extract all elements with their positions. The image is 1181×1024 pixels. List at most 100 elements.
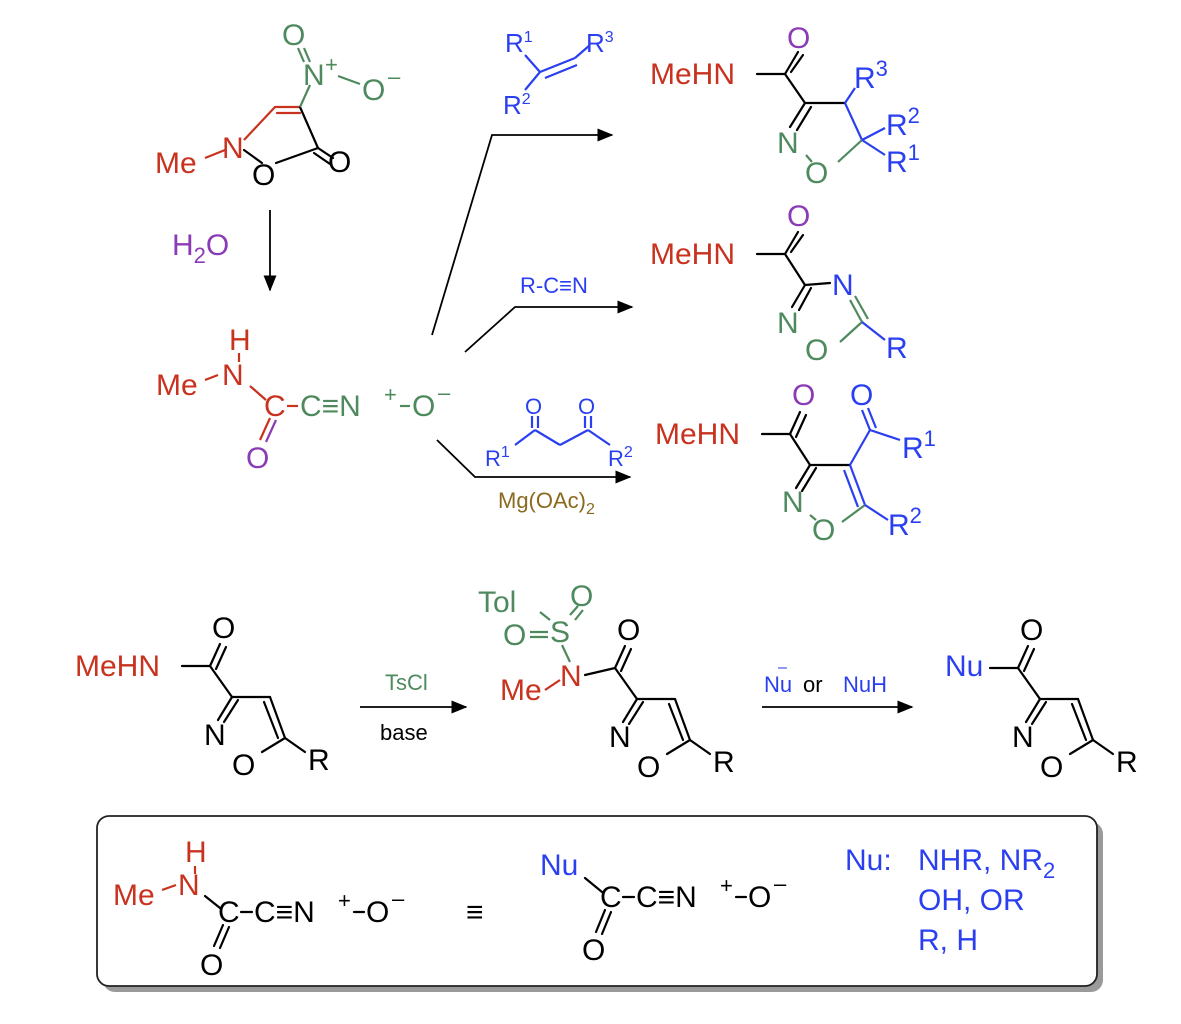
alkene-r1: R1 bbox=[505, 28, 533, 58]
nu-cno-minus: – bbox=[774, 871, 787, 896]
product-r2: R2 bbox=[886, 103, 920, 142]
mehn-label: MeHN bbox=[650, 238, 735, 271]
ring-n2-atom: N bbox=[832, 269, 854, 302]
product-r1: R1 bbox=[886, 140, 920, 179]
substituent-r: R bbox=[1116, 746, 1138, 779]
sulfonyl-o1: O bbox=[570, 580, 593, 613]
diketone-o1: O bbox=[525, 394, 542, 419]
nitro-o-top: O bbox=[282, 19, 305, 52]
nuh-reagent: NuH bbox=[843, 672, 887, 697]
mehn-label: MeHN bbox=[655, 418, 740, 451]
alkene-reagent: R1 R2 R3 bbox=[503, 28, 614, 120]
equivalence-symbol: ≡ bbox=[466, 896, 484, 929]
ring-o-atom: O bbox=[805, 157, 828, 190]
product-acylisoxazole: MeHN O O R1 N O R2 bbox=[655, 379, 936, 547]
me-label: Me bbox=[500, 674, 542, 707]
nitro-n-atom: N bbox=[303, 59, 325, 92]
ring-o-atom: O bbox=[805, 334, 828, 367]
diketone-o2: O bbox=[578, 394, 595, 419]
ring-n1-atom: N bbox=[777, 307, 799, 340]
row2-step2: Nu – or NuH bbox=[762, 659, 914, 714]
ring-n-atom: N bbox=[204, 719, 226, 752]
nu-label: Nu bbox=[945, 650, 983, 683]
or-label: or bbox=[803, 672, 823, 697]
ring-o-atom: O bbox=[812, 514, 835, 547]
product-r: R bbox=[886, 332, 908, 365]
mehn-label: MeHN bbox=[75, 650, 160, 683]
product-r3: R3 bbox=[854, 56, 888, 95]
carbonyl-o: O bbox=[200, 949, 223, 982]
nh-h: H bbox=[185, 836, 207, 869]
substituent-r: R bbox=[713, 746, 735, 779]
nu-list-line3: R, H bbox=[918, 924, 978, 957]
product-oxadiazole: MeHN O N N O R bbox=[650, 200, 908, 367]
nitrile-oxide-intermediate: H Me N C C≡N + O – O bbox=[156, 324, 451, 475]
carbon-atom: C bbox=[218, 896, 240, 929]
ring-n-atom: N bbox=[777, 127, 799, 160]
branch-arrows bbox=[431, 128, 634, 484]
nu-anion: Nu bbox=[764, 672, 792, 697]
me-label: Me bbox=[155, 147, 197, 180]
row2-sulfonamide: Tol S O O N Me O N O R bbox=[478, 580, 735, 784]
cno-plus: + bbox=[384, 382, 397, 407]
carbonyl-o: O bbox=[1020, 614, 1043, 647]
alkene-r3: R3 bbox=[586, 28, 614, 58]
ring-n-atom: N bbox=[782, 486, 804, 519]
sulfur-atom: S bbox=[550, 616, 570, 649]
row2-step1: TsCl base bbox=[360, 670, 468, 745]
starting-nitroisoxazolone: Me N O O N + O O – bbox=[155, 19, 401, 192]
nu-carbon-atom: C bbox=[600, 881, 622, 914]
nu-list-label: Nu: bbox=[845, 844, 892, 877]
ring-o-atom: O bbox=[252, 159, 275, 192]
cno-minus: – bbox=[438, 380, 451, 405]
row2-product: Nu O N O R bbox=[945, 614, 1138, 784]
nu-label: Nu bbox=[540, 849, 578, 882]
cno-minus: – bbox=[392, 886, 405, 911]
cno-plus: + bbox=[338, 888, 351, 913]
mehn-label: MeHN bbox=[650, 58, 735, 91]
carbonyl-o: O bbox=[787, 22, 810, 55]
base-reagent: base bbox=[380, 720, 428, 745]
nu-minus: – bbox=[778, 659, 787, 676]
nu-cno-o: O bbox=[748, 881, 771, 914]
nh-h: H bbox=[229, 324, 251, 357]
nu-cno-group: C≡N bbox=[636, 881, 697, 914]
me-label: Me bbox=[113, 879, 155, 912]
carbon-atom: C bbox=[264, 390, 286, 423]
cno-o: O bbox=[412, 390, 435, 423]
ring-n-atom: N bbox=[609, 721, 631, 754]
cno-group: C≡N bbox=[300, 390, 361, 423]
n-atom: N bbox=[222, 132, 244, 165]
carbonyl-o: O bbox=[617, 614, 640, 647]
nu-list-line2: OH, OR bbox=[918, 884, 1025, 917]
cno-group: C≡N bbox=[254, 896, 315, 929]
nitro-o-minus: O bbox=[362, 74, 385, 107]
nitrile-reagent: R-C≡N bbox=[520, 273, 588, 298]
nu-cno-plus: + bbox=[720, 873, 733, 898]
ring-o-atom: O bbox=[232, 749, 255, 782]
equivalence-box: H Me N C C≡N + O – O ≡ Nu C C≡N + O – O … bbox=[96, 815, 1103, 992]
substituent-r: R bbox=[308, 744, 330, 777]
exo-o-atom: O bbox=[328, 146, 351, 179]
mg-reagent: Mg(OAc)2 bbox=[498, 488, 595, 518]
nitro-minus: – bbox=[388, 64, 401, 89]
product-r2: R2 bbox=[888, 503, 922, 542]
alkene-r2: R2 bbox=[503, 90, 531, 120]
product-isoxazoline: MeHN O N O R3 R2 R1 bbox=[650, 22, 920, 190]
ring-n-atom: N bbox=[1012, 721, 1034, 754]
sulfonyl-o2: O bbox=[503, 619, 526, 652]
carbonyl-o: O bbox=[246, 442, 269, 475]
product-r1: R1 bbox=[902, 426, 936, 465]
carbonyl-o: O bbox=[212, 612, 235, 645]
carbonyl-o: O bbox=[792, 379, 815, 412]
n-atom: N bbox=[560, 660, 582, 693]
diketone-reagent: O O R1 R2 Mg(OAc)2 bbox=[485, 394, 633, 518]
nu-list-line1: NHR, NR2 bbox=[918, 844, 1055, 883]
nitro-plus: + bbox=[325, 52, 338, 77]
n-atom: N bbox=[178, 869, 200, 902]
diketone-r2: R2 bbox=[608, 444, 633, 471]
cno-o: O bbox=[366, 896, 389, 929]
ring-o-atom: O bbox=[1040, 751, 1063, 784]
tol-label: Tol bbox=[478, 586, 516, 619]
